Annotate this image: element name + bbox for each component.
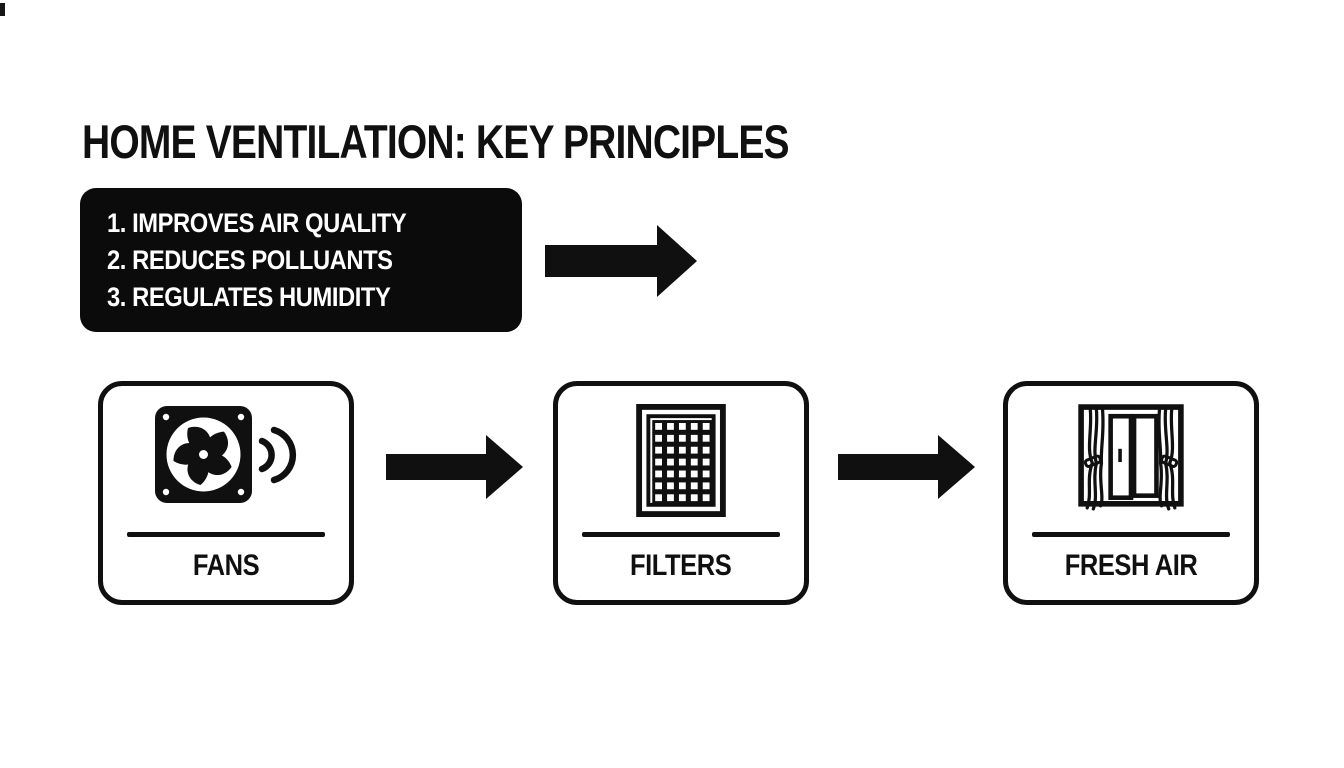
arrow-right-icon xyxy=(838,435,975,499)
principle-item: 1. IMPROVES AIR QUALITY xyxy=(107,208,407,238)
page-title: HOME VENTILATION: KEY PRINCIPLES xyxy=(82,114,934,169)
divider xyxy=(127,532,325,537)
step-label-fans: FANS xyxy=(192,549,260,582)
step-label-filters: FILTERS xyxy=(630,549,732,582)
divider xyxy=(582,532,780,537)
principle-item: 2. REDUCES POLLUANTS xyxy=(107,245,393,275)
step-card-fresh-air: FRESH AIR xyxy=(1003,381,1259,605)
page-title-text: HOME VENTILATION: KEY PRINCIPLES xyxy=(82,115,790,168)
principles-panel: 1. IMPROVES AIR QUALITY 2. REDUCES POLLU… xyxy=(80,188,522,332)
sound-waves-icon xyxy=(258,426,297,484)
divider xyxy=(1032,532,1230,537)
principle-item: 3. REGULATES HUMIDITY xyxy=(107,282,391,312)
arrow-right-icon xyxy=(545,225,697,297)
filter-grid xyxy=(652,420,713,505)
step-label-fresh-air: FRESH AIR xyxy=(1064,549,1198,582)
corner-artifact-mark xyxy=(0,3,5,16)
fan-icon xyxy=(103,404,349,505)
step-card-fans: FANS xyxy=(98,381,354,605)
open-window-icon xyxy=(1008,404,1254,514)
air-filter-icon xyxy=(558,404,804,517)
arrow-right-icon xyxy=(386,435,523,499)
step-card-filters: FILTERS xyxy=(553,381,809,605)
